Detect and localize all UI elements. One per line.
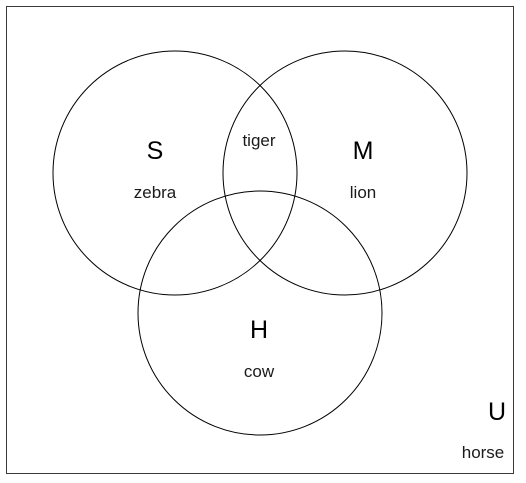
set-m-label: M [353,137,374,165]
set-s-label: S [147,137,164,165]
universe-outside-item: horse [462,443,505,462]
set-m-item: lion [350,183,376,202]
set-s-circle [52,50,298,296]
universe-label: U [488,398,506,426]
set-h-item: cow [244,362,275,381]
set-m-circle [222,50,468,296]
universe-frame [6,6,514,474]
set-h-circle [137,190,383,436]
set-s-item: zebra [134,183,177,202]
intersection-s-m-item: tiger [242,131,275,150]
set-h-label: H [250,316,268,344]
